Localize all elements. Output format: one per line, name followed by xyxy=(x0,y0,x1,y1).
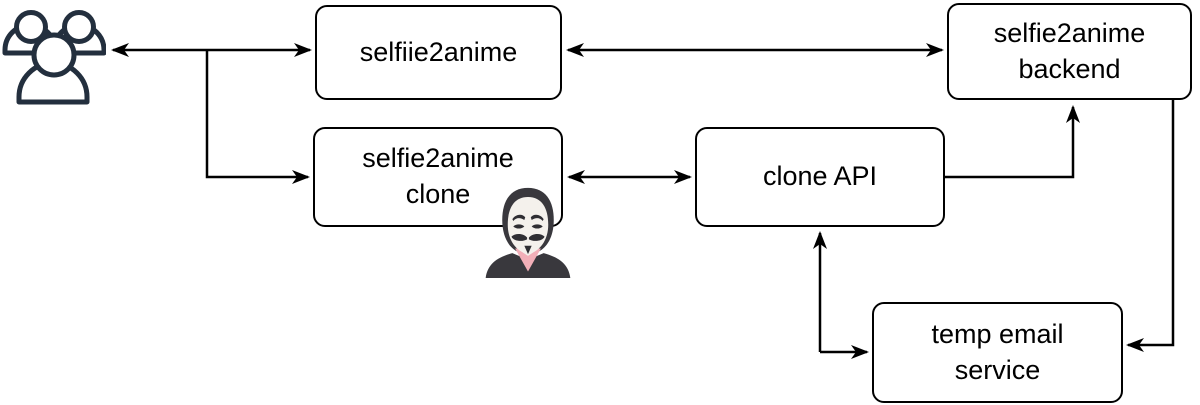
users-icon xyxy=(2,10,106,105)
edge-backend-tempemail xyxy=(1126,100,1175,352)
node-clone-api: clone API xyxy=(695,127,945,227)
edge-cloneapi-backend xyxy=(945,105,1080,179)
edge-users-clone xyxy=(205,50,310,184)
anonymous-mask-icon xyxy=(485,187,571,278)
node-selfie2anime-backend: selfie2anime backend xyxy=(947,3,1192,100)
node-selfiie2anime: selfiie2anime xyxy=(315,5,562,100)
node-temp-email-service: temp email service xyxy=(872,302,1123,403)
